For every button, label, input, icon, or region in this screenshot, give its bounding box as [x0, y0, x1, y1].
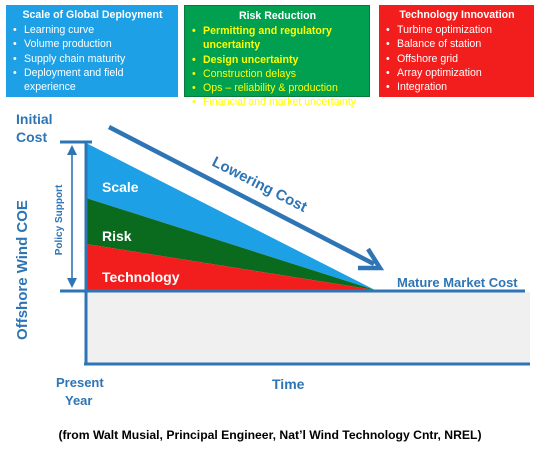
mature-market-cost-label: Mature Market Cost — [397, 275, 518, 290]
list-item: Construction delays — [192, 67, 363, 81]
technology-wedge — [86, 244, 375, 290]
scale-wedge-label: Scale — [102, 179, 139, 195]
list-item: Volume production — [13, 37, 172, 51]
technology-box-list: Turbine optimization Balance of station … — [386, 23, 528, 94]
risk-wedge — [86, 198, 375, 290]
list-item: Array optimization — [386, 66, 528, 80]
policy-arrow-up-icon — [67, 145, 77, 155]
list-item: Turbine optimization — [386, 23, 528, 37]
policy-support-label: Policy Support — [54, 184, 65, 255]
list-item: Design uncertainty — [192, 53, 363, 67]
y-axis-label: Offshore Wind COE — [14, 200, 31, 340]
scale-wedge — [86, 143, 375, 290]
technology-box: Technology Innovation Turbine optimizati… — [379, 5, 534, 97]
list-item: Offshore grid — [386, 52, 528, 66]
list-item: Ops – reliability & production — [192, 81, 363, 95]
risk-box-list: Permitting and regulatory uncertainty De… — [192, 24, 363, 109]
lowering-cost-arrow — [107, 125, 376, 266]
list-item: Learning curve — [13, 23, 172, 37]
scale-box: Scale of Global Deployment Learning curv… — [6, 5, 178, 97]
scale-box-title: Scale of Global Deployment — [22, 9, 163, 21]
list-item: Supply chain maturity — [13, 52, 172, 66]
policy-arrow-down-icon — [67, 278, 77, 288]
mature-market-band — [86, 292, 530, 363]
present-year-label-1: Present — [56, 375, 104, 390]
initial-cost-label-2: Cost — [16, 129, 47, 145]
risk-box-title: Risk Reduction — [238, 10, 317, 22]
lowering-cost-arrowhead-icon — [358, 247, 385, 271]
list-item: Permitting and regulatory uncertainty — [192, 24, 363, 52]
list-item: Integration — [386, 80, 528, 94]
list-item: Financial and market uncertainty — [192, 95, 363, 109]
caption: (from Walt Musial, Principal Engineer, N… — [58, 428, 482, 442]
present-year-label-2: Year — [65, 393, 92, 408]
technology-box-title: Technology Innovation — [399, 9, 515, 21]
list-item: Deployment and field experience — [13, 66, 172, 94]
list-item: Balance of station — [386, 37, 528, 51]
scale-box-list: Learning curve Volume production Supply … — [13, 23, 172, 94]
initial-cost-label-1: Initial — [16, 111, 53, 127]
technology-wedge-label: Technology — [102, 269, 180, 285]
x-axis-label: Time — [272, 376, 305, 392]
risk-box: Risk Reduction Permitting and regulatory… — [184, 5, 370, 110]
risk-wedge-label: Risk — [102, 228, 132, 244]
